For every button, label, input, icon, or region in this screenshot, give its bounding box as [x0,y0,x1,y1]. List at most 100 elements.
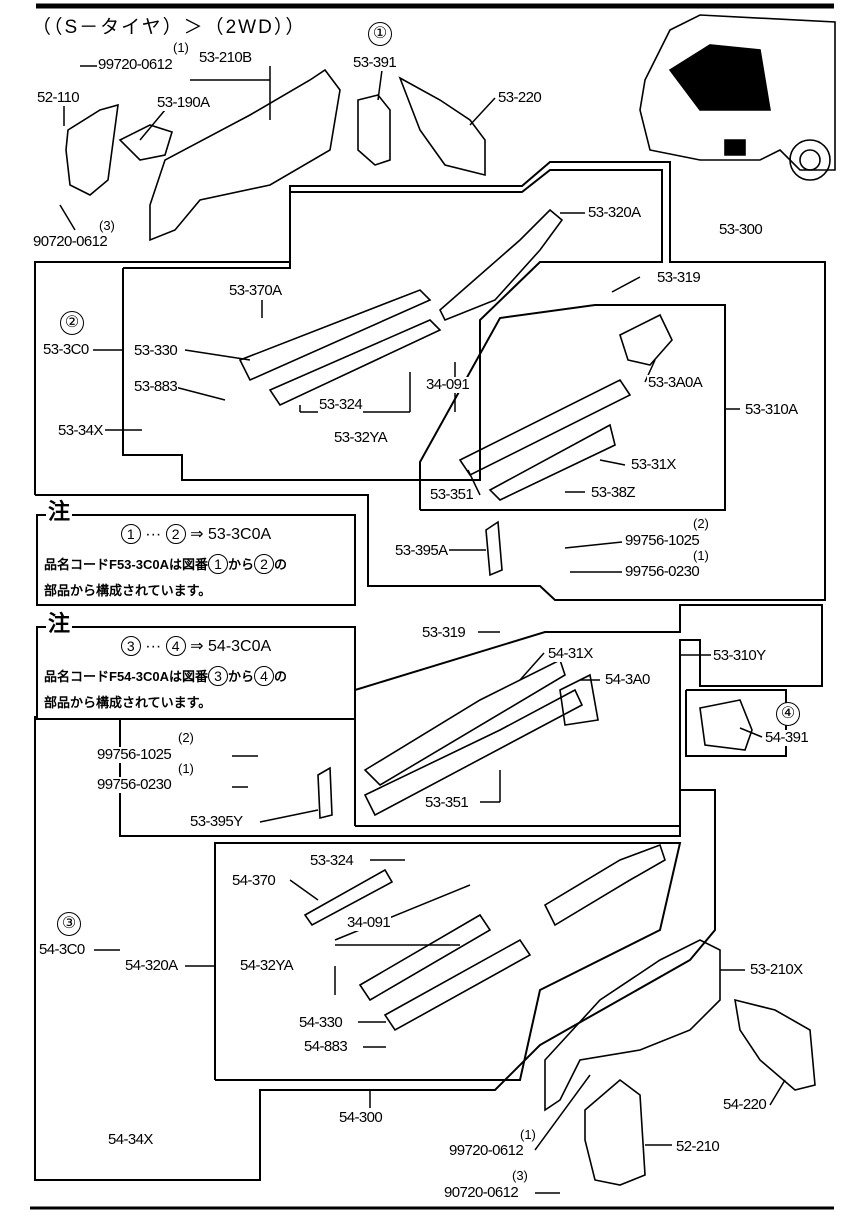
qty-label: (3) [511,1168,529,1184]
part-label-54-330: 54-330 [298,1014,344,1031]
part-label-99756-1025: 99756-1025 [624,532,701,549]
group-boundary-54-391 [685,689,787,757]
part-54-370 [303,868,394,927]
part-label-53-319: 53-319 [421,624,467,641]
part-label-53-38Z: 53-38Z [590,484,636,501]
part-label-90720-0612: 90720-0612 [32,233,109,250]
part-label-34-091: 34-091 [346,914,392,931]
part-label-54-3C0: 54-3C0 [38,941,86,958]
part-label-54-34X: 54-34X [107,1131,154,1148]
part-label-53-395A: 53-395A [394,542,449,559]
part-label-53-883: 53-883 [133,378,179,395]
ellipsis: ··· [145,638,162,655]
part-53-320A [439,208,564,322]
part-52-210 [584,1078,646,1186]
part-label-54-32YA: 54-32YA [239,957,295,974]
diagram-title: （（S－タイヤ）＞（2WD）） [32,17,307,38]
note-text: 部品から構成されています。 [44,583,212,598]
part-53-3A0A [619,313,673,366]
note-text: 部品から構成されています。 [44,695,212,710]
callout-ref-icon: 1 [207,554,228,574]
part-54-31X [363,658,566,787]
part-label-53-3A0A: 53-3A0A [647,374,704,391]
callout-3: ③ [57,912,81,936]
qty-label: (1) [519,1127,537,1143]
part-53-391 [357,94,391,166]
part-label-53-190A: 53-190A [156,94,211,111]
part-label-54-31X: 54-31X [547,645,594,662]
part-label-53-370A: 53-370A [228,282,283,299]
note-text: 品名コードF54-3C0Aは図番 [44,669,208,684]
part-label-53-31X: 53-31X [630,456,677,473]
part-shapes [65,68,816,1186]
part-label-53-210B: 53-210B [198,49,253,66]
ellipsis: ··· [145,526,162,543]
part-label-53-220: 53-220 [497,89,543,106]
note-summary: 3 ··· 4 ⇒ 54-3C0A [38,636,354,656]
part-53-31X [458,378,632,477]
part-label-54-370: 54-370 [231,872,277,889]
part-label-53-351: 53-351 [429,486,475,503]
part-label-52-210: 52-210 [675,1138,721,1155]
part-label-53-310Y: 53-310Y [712,647,767,664]
part-label-53-324: 53-324 [309,852,355,869]
qty-label: (3) [98,218,116,234]
note-text: から [227,669,254,684]
part-54-310Y-rail [363,688,584,817]
callout-ref-icon: 2 [253,554,274,574]
part-53-395Y [317,766,333,820]
assembly-code: 53-3C0A [208,526,272,543]
part-label-53-310A: 53-310A [744,401,799,418]
note-text: の [273,557,287,572]
part-label-53-319: 53-319 [656,269,702,286]
callout-ref-icon: 3 [207,666,228,686]
part-label-54-883: 54-883 [303,1038,349,1055]
note-header: 注 [46,499,73,524]
assembly-code: 54-3C0A [208,638,272,655]
part-label-54-220: 54-220 [722,1096,768,1113]
note-summary: 1 ··· 2 ⇒ 53-3C0A [38,524,354,544]
part-label-53-32YA: 53-32YA [333,429,389,446]
part-label-53-395Y: 53-395Y [189,813,244,830]
part-54-330 [383,938,532,1032]
group-boundary-53-320A [122,169,663,481]
part-label-99720-0612: 99720-0612 [97,56,174,73]
arrow-icon: ⇒ [190,526,204,543]
part-54-391 [699,699,753,751]
part-54-32YA [358,913,492,1002]
part-53-32YA [268,319,442,407]
part-label-54-391: 54-391 [764,729,810,746]
qty-label: (1) [172,40,190,56]
callout-4: ④ [776,702,800,726]
qty-label: (2) [177,730,195,746]
part-label-53-210X: 53-210X [749,961,804,978]
part-label-34-091: 34-091 [425,376,471,393]
note-header: 注 [46,611,73,636]
group-boundary-54-3C0 [34,716,716,1181]
part-53-395A [485,520,503,577]
part-53-190A [118,124,173,161]
qty-label: (2) [692,516,710,532]
note-text: から [227,557,254,572]
callout-ref-icon: 4 [253,666,274,686]
note-text: 品名コードF53-3C0Aは図番 [44,557,208,572]
arrow-icon: ⇒ [190,638,204,655]
part-54-3A0 [559,673,599,726]
group-boundary-53-310A [419,304,726,511]
part-label-90720-0612: 90720-0612 [443,1184,520,1201]
callout-2: ② [60,311,84,335]
callout-ref-icon: 4 [165,636,186,656]
part-label-53-351: 53-351 [424,794,470,811]
group-boundary-54-320A [214,842,682,1081]
part-label-53-391: 53-391 [352,54,398,71]
part-label-99756-1025: 99756-1025 [96,746,173,763]
part-54-320A [543,843,666,927]
part-label-52-110: 52-110 [36,89,80,106]
part-label-99756-0230: 99756-0230 [96,776,173,793]
vehicle-illustration [639,14,836,181]
part-label-99756-0230: 99756-0230 [624,563,701,580]
